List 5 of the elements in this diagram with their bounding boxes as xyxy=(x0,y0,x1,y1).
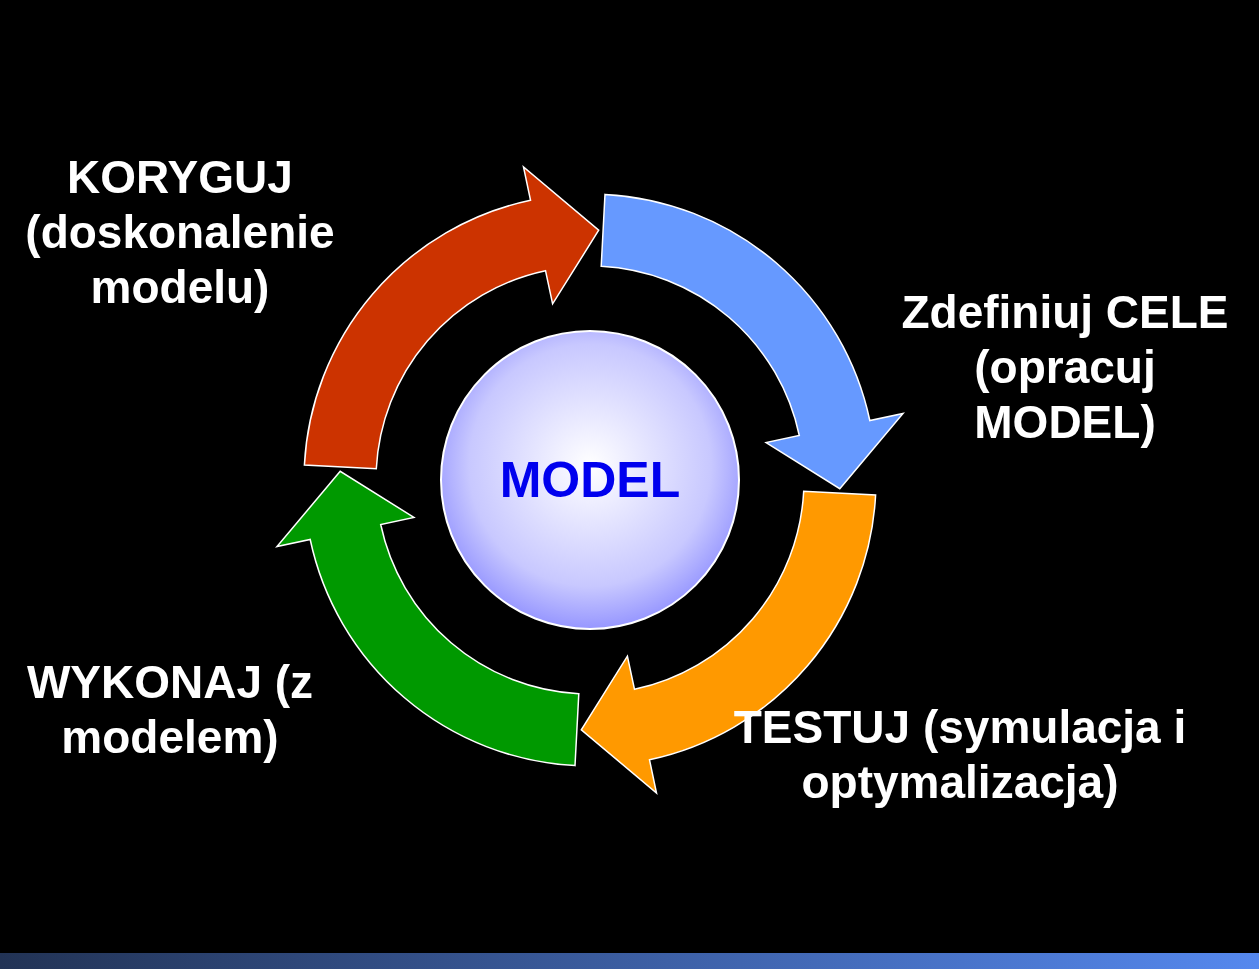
stage-label: Zdefiniuj CELE (opracuj MODEL) xyxy=(900,285,1230,451)
stage-label: TESTUJ (symulacja i optymalizacja) xyxy=(732,700,1188,811)
stage-label: WYKONAJ (z modelem) xyxy=(25,655,315,766)
center-circle: MODEL xyxy=(440,330,740,630)
stage-label: KORYGUJ (doskonalenie modelu) xyxy=(24,150,336,316)
